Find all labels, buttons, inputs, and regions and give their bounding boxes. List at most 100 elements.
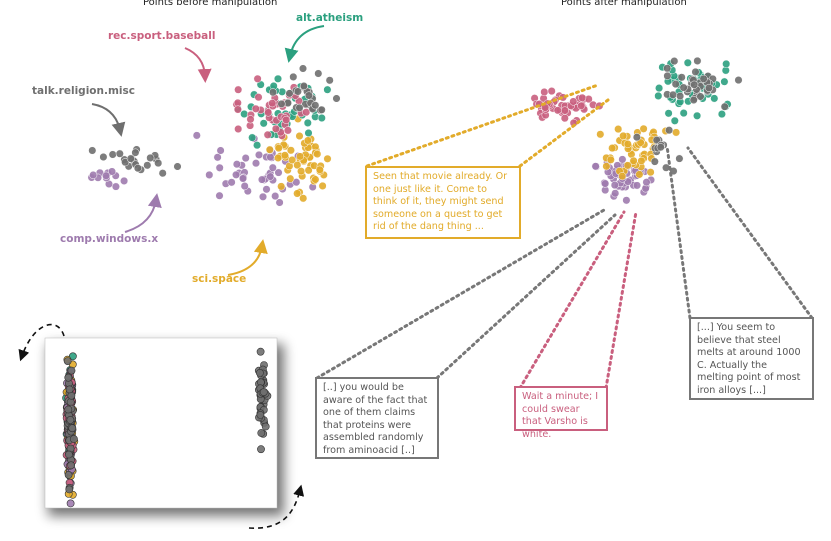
atheism-point — [693, 111, 702, 120]
quote-box-proteins: [..] you would be aware of the fact that… — [315, 377, 439, 459]
space-point — [318, 181, 327, 190]
space-point — [277, 182, 286, 191]
baseball-point — [302, 108, 311, 117]
quote-box-varsho: Wait a minute; I could swear that Varsho… — [514, 386, 608, 440]
windows-point — [89, 170, 98, 180]
inset-windows-point — [66, 499, 75, 508]
religion-point — [88, 146, 97, 155]
quote-box-space: Seen that movie already. Or one just lik… — [365, 166, 521, 239]
windows-point — [232, 160, 241, 169]
atheism-point — [248, 133, 257, 142]
label-atheism: alt.atheism — [296, 12, 364, 24]
inset-religion-point — [64, 373, 73, 382]
space-point — [299, 194, 308, 203]
space-point — [274, 144, 283, 153]
arrow-windows — [124, 193, 162, 233]
windows-point — [215, 191, 224, 200]
windows-point — [102, 171, 111, 180]
space-point — [286, 174, 295, 183]
atheism-point — [253, 141, 262, 150]
atheism-point — [679, 109, 688, 118]
religion-point — [665, 126, 674, 135]
religion-point — [693, 56, 702, 65]
windows-point — [232, 170, 241, 179]
space-point — [623, 161, 632, 170]
space-point — [295, 152, 305, 161]
religion-point — [677, 73, 686, 82]
space-point — [286, 146, 295, 155]
title-after: Points after manipulation — [561, 0, 687, 8]
atheism-point — [722, 59, 731, 68]
space-point — [293, 189, 302, 198]
quote-box-steel: [...] You seem to believe that steel mel… — [689, 317, 814, 400]
atheism-point — [664, 109, 673, 118]
windows-point — [205, 170, 214, 179]
windows-point — [266, 153, 275, 162]
baseball-point — [560, 106, 569, 115]
windows-point — [610, 181, 619, 190]
windows-point — [271, 192, 280, 201]
space-point — [297, 167, 306, 176]
religion-point — [734, 76, 743, 85]
windows-point — [213, 153, 222, 162]
atheism-point — [710, 94, 719, 103]
religion-point — [268, 88, 278, 97]
space-point — [629, 156, 638, 165]
atheism-point — [683, 58, 692, 67]
arrow-atheism — [284, 25, 325, 63]
baseball-point — [547, 87, 556, 96]
space-point — [639, 124, 648, 133]
religion-point — [154, 159, 163, 168]
space-point — [323, 154, 332, 163]
atheism-point — [670, 116, 679, 125]
windows-point — [268, 163, 277, 172]
religion-point — [304, 91, 313, 100]
windows-point — [258, 192, 268, 201]
space-point — [313, 149, 322, 159]
baseball-point — [263, 130, 272, 139]
inset-religion-point — [67, 461, 75, 470]
connector-space-bottom — [518, 98, 610, 168]
religion-point — [293, 87, 302, 96]
religion-point — [332, 94, 341, 103]
baseball-point — [251, 104, 260, 113]
connector-proteins-a — [315, 208, 606, 380]
inset-religion-point — [63, 357, 72, 365]
inset-religion-point — [68, 424, 77, 433]
windows-point — [601, 179, 610, 188]
religion-point — [671, 80, 680, 89]
religion-point — [676, 92, 685, 101]
space-point — [315, 165, 324, 174]
windows-point — [240, 182, 249, 191]
scatter-after — [530, 56, 743, 205]
religion-point — [131, 148, 140, 157]
space-point — [614, 125, 623, 134]
religion-point — [285, 89, 294, 98]
baseball-point — [560, 114, 569, 123]
religion-point — [720, 102, 729, 111]
label-space: sci.space — [192, 273, 247, 285]
windows-point — [111, 182, 120, 191]
space-point — [265, 145, 274, 154]
connector-space-top — [365, 83, 600, 168]
space-point — [672, 128, 681, 137]
space-point — [619, 131, 628, 140]
religion-point — [679, 83, 688, 92]
windows-point — [241, 154, 250, 163]
space-point — [623, 139, 632, 149]
connector-proteins-b — [435, 213, 617, 380]
label-baseball: rec.sport.baseball — [108, 30, 216, 42]
inset-religion-point — [70, 435, 78, 443]
religion-point — [699, 74, 708, 83]
baseball-point — [283, 126, 292, 135]
connector-varsho-b — [604, 210, 638, 390]
title-before: Points before manipulation — [143, 0, 278, 8]
baseball-point — [233, 105, 242, 114]
space-point — [602, 162, 611, 171]
inset-religion-point — [256, 347, 265, 356]
windows-point — [254, 150, 264, 159]
baseball-point — [253, 74, 262, 83]
religion-point — [298, 64, 308, 73]
rotate-arrow-bottom — [248, 484, 305, 529]
baseball-point — [271, 124, 280, 133]
